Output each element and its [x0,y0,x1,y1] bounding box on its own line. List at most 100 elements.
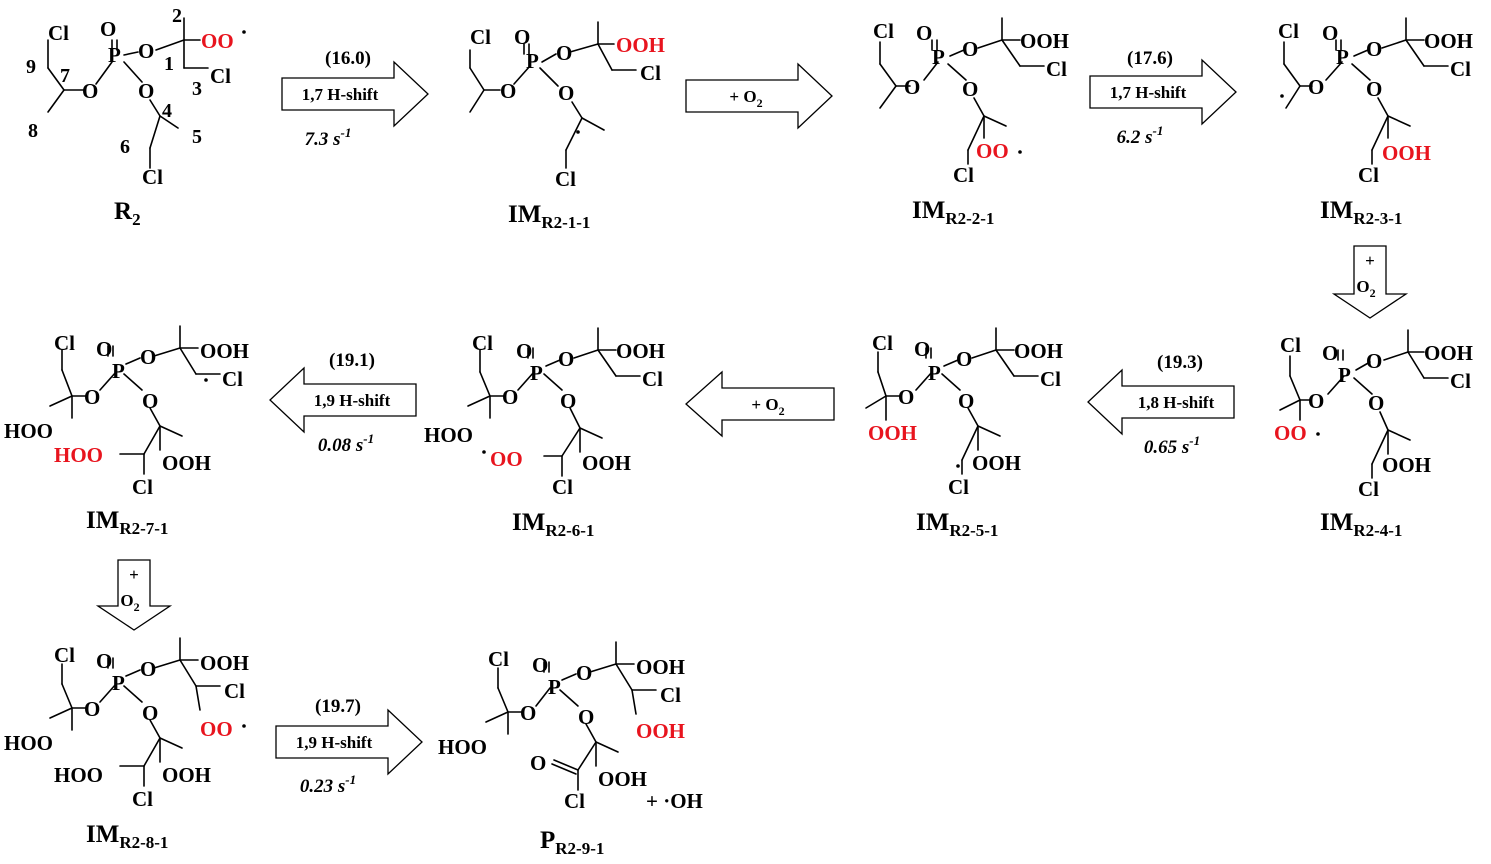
atom-hoo: HOO [4,731,53,755]
atom-cl: Cl [1046,57,1067,81]
atom-cl: Cl [640,61,661,85]
molecule-im-r2-2-1: Cl O O P O OOH Cl O OO Cl IMR2-2-1 [873,17,1069,228]
atom-o: O [140,657,156,681]
atom-p: P [526,49,539,73]
atom-ooh: OOH [636,655,685,679]
energy-barrier: (19.3) [1157,352,1203,373]
molecule-p-r2-9-1: Cl O O P O OOH Cl OOH O HOO O OOH Cl + ·… [438,641,703,858]
atom-o: O [1366,77,1382,101]
atom-o: O [142,701,158,725]
atom-o: O [140,345,156,369]
atom-cl: Cl [660,683,681,707]
atom-number: 1 [164,53,174,75]
atom-o: O [84,697,100,721]
atom-ooh: OOH [1014,339,1063,363]
atom-p: P [1336,45,1349,69]
reaction-arrow-step-5: (19.3) 1,8 H-shift 0.65 s-1 [1087,352,1235,458]
atom-cl: Cl [222,367,243,391]
atom-cl: Cl [48,21,69,45]
energy-barrier: (16.0) [325,48,371,69]
atom-cl: Cl [132,475,153,499]
atom-o: O [958,389,974,413]
atom-ooh: OOH [1020,29,1069,53]
atom-o: O [100,17,116,41]
arrow-label: O2 [1356,277,1375,300]
atom-cl: Cl [948,475,969,499]
arrow-label: + O2 [729,87,762,110]
atom-oo: OO [490,447,523,471]
atom-p: P [932,45,945,69]
atom-o: O [962,37,978,61]
atom-number: 7 [60,65,70,87]
atom-cl: Cl [555,167,576,191]
arrow-label: 1,9 H-shift [314,391,391,410]
atom-o: O [1308,75,1324,99]
arrow-label: + O2 [751,395,784,418]
arrow-label: O2 [120,591,139,614]
atom-ooh: OOH [972,451,1021,475]
atom-cl: Cl [872,331,893,355]
reaction-arrow-step-6: + O2 [685,370,835,438]
atom-o: O [96,649,112,673]
atom-ooh: OOH [636,719,685,743]
atom-o: O [558,81,574,105]
atom-cl: Cl [54,331,75,355]
atom-o: O [1308,389,1324,413]
label-im-r2-4-1: IMR2-4-1 [1320,509,1402,540]
energy-barrier: (19.1) [329,350,375,371]
atom-cl: Cl [552,475,573,499]
atom-o: O [576,661,592,685]
reaction-arrow-step-8: + O2 [95,559,173,631]
atom-cl: Cl [1358,163,1379,187]
atom-ooh: OOH [582,451,631,475]
atom-p: P [112,671,125,695]
atom-ooh: OOH [598,767,647,791]
atom-o: O [138,79,154,103]
reaction-arrow-step-2: + O2 [685,62,833,130]
atom-o: O [560,389,576,413]
atom-p: P [108,43,121,67]
atom-oo: OO [976,139,1009,163]
atom-o: O [82,79,98,103]
atom-o: O [138,39,154,63]
atom-o: O [516,339,532,363]
atom-number: 4 [162,100,172,122]
atom-ooh: OOH [162,763,211,787]
molecule-im-r2-4-1: Cl O O P O OOH Cl O OO OOH Cl IMR2-4-1 [1274,329,1473,540]
label-im-r2-6-1: IMR2-6-1 [512,509,594,540]
atom-ooh: OOH [616,339,665,363]
atom-o: O [914,337,930,361]
atom-o: O [84,385,100,409]
arrow-label: 1,7 H-shift [302,85,379,104]
atom-o: O [578,705,594,729]
atom-hoo: HOO [424,423,473,447]
label-im-r2-8-1: IMR2-8-1 [86,821,168,852]
atom-p: P [928,361,941,385]
molecule-r2: Cl O O P O OO Cl O Cl 2 1 3 4 5 6 7 8 9 … [26,5,246,229]
atom-o: O [520,701,536,725]
atom-cl: Cl [1450,57,1471,81]
reaction-arrow-step-9: (19.7) 1,9 H-shift 0.23 s-1 [275,696,423,797]
arrow-label: 1,9 H-shift [296,733,373,752]
label-im-r2-2-1: IMR2-2-1 [912,197,994,228]
atom-o: O [514,25,530,49]
atom-cl: Cl [472,331,493,355]
reaction-arrow-step-1: (16.0) 1,7 H-shift 7.3 s-1 [281,48,429,150]
atom-oo: OO [1274,421,1307,445]
atom-number: 6 [120,136,130,158]
atom-number: 5 [192,126,202,148]
atom-ooh: OOH [1382,141,1431,165]
rate-constant: 0.65 s-1 [1144,433,1200,458]
atom-cl: Cl [1450,369,1471,393]
atom-cl: Cl [953,163,974,187]
atom-number: 8 [28,120,38,142]
atom-cl: Cl [1040,367,1061,391]
atom-cl: Cl [1280,333,1301,357]
atom-cl: Cl [210,64,231,88]
atom-cl: Cl [1358,477,1379,501]
reaction-arrow-step-3: (17.6) 1,7 H-shift 6.2 s-1 [1089,48,1237,148]
label-im-r2-7-1: IMR2-7-1 [86,507,168,538]
atom-o: O [1322,341,1338,365]
atom-p: P [112,359,125,383]
